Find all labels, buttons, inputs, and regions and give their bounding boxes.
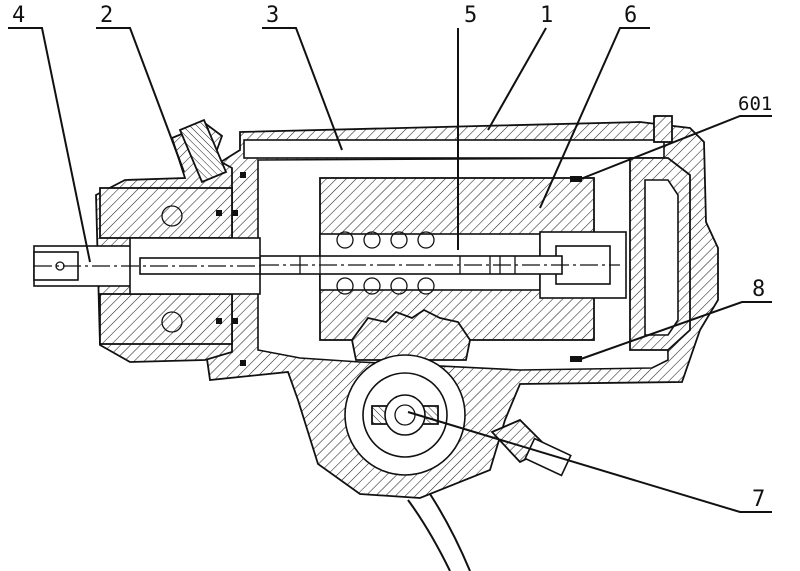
- label-2: 2: [100, 3, 113, 28]
- label-4: 4: [12, 3, 25, 28]
- return-pipe-outer: [430, 494, 470, 571]
- label-7: 7: [752, 487, 765, 512]
- oil-passage: [244, 140, 664, 158]
- screw-shaft: [232, 256, 620, 274]
- sector-gear: [345, 310, 470, 571]
- label-1: 1: [540, 3, 553, 28]
- valve-housing-lower: [100, 294, 232, 344]
- outlet-fitting: [492, 420, 571, 475]
- label-5: 5: [464, 3, 477, 28]
- screw-shaft-body: [232, 256, 562, 274]
- return-pipe: [408, 500, 450, 571]
- bleed-screw: [654, 116, 672, 142]
- label-3: 3: [266, 3, 279, 28]
- end-plug-inner: [645, 180, 678, 335]
- label-8: 8: [752, 277, 765, 302]
- input-shaft-assembly: [34, 172, 260, 366]
- label-6: 6: [624, 3, 637, 28]
- leader-1: [488, 28, 546, 130]
- leader-2: [96, 28, 184, 172]
- label-601: 601: [738, 93, 772, 115]
- valve-housing-upper: [100, 188, 232, 238]
- outlet-fitting-nut: [525, 439, 571, 476]
- leader-4: [8, 28, 90, 262]
